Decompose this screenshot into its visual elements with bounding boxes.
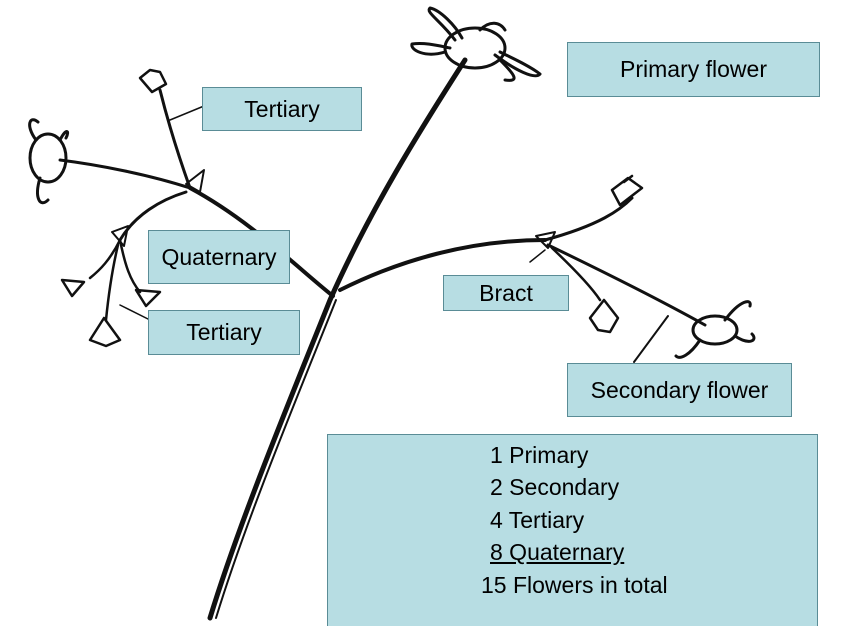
count-secondary: 2 Secondary xyxy=(490,471,619,503)
count-tertiary: 4 Tertiary xyxy=(490,504,584,536)
count-total: 15 Flowers in total xyxy=(481,569,668,601)
count-primary: 1 Primary xyxy=(490,439,588,471)
primary-flower-label: Primary flower xyxy=(567,42,820,97)
upper-small-flower xyxy=(140,70,166,92)
bract-label: Bract xyxy=(443,275,569,311)
secondary-flower-drawing xyxy=(676,302,754,358)
bell-flower-right-top xyxy=(612,176,642,205)
bell-flower-right-mid xyxy=(590,300,618,332)
primary-flower-drawing xyxy=(412,8,540,80)
count-quaternary: 8 Quaternary xyxy=(490,536,624,568)
quaternary-label: Quaternary xyxy=(148,230,290,284)
tertiary-label-top: Tertiary xyxy=(202,87,362,131)
tertiary-label-bottom: Tertiary xyxy=(148,310,300,355)
quaternary-flowers xyxy=(62,280,160,346)
secondary-flower-label: Secondary flower xyxy=(567,363,792,417)
flower-count-box: 1 Primary 2 Secondary 4 Tertiary 8 Quate… xyxy=(327,434,818,626)
